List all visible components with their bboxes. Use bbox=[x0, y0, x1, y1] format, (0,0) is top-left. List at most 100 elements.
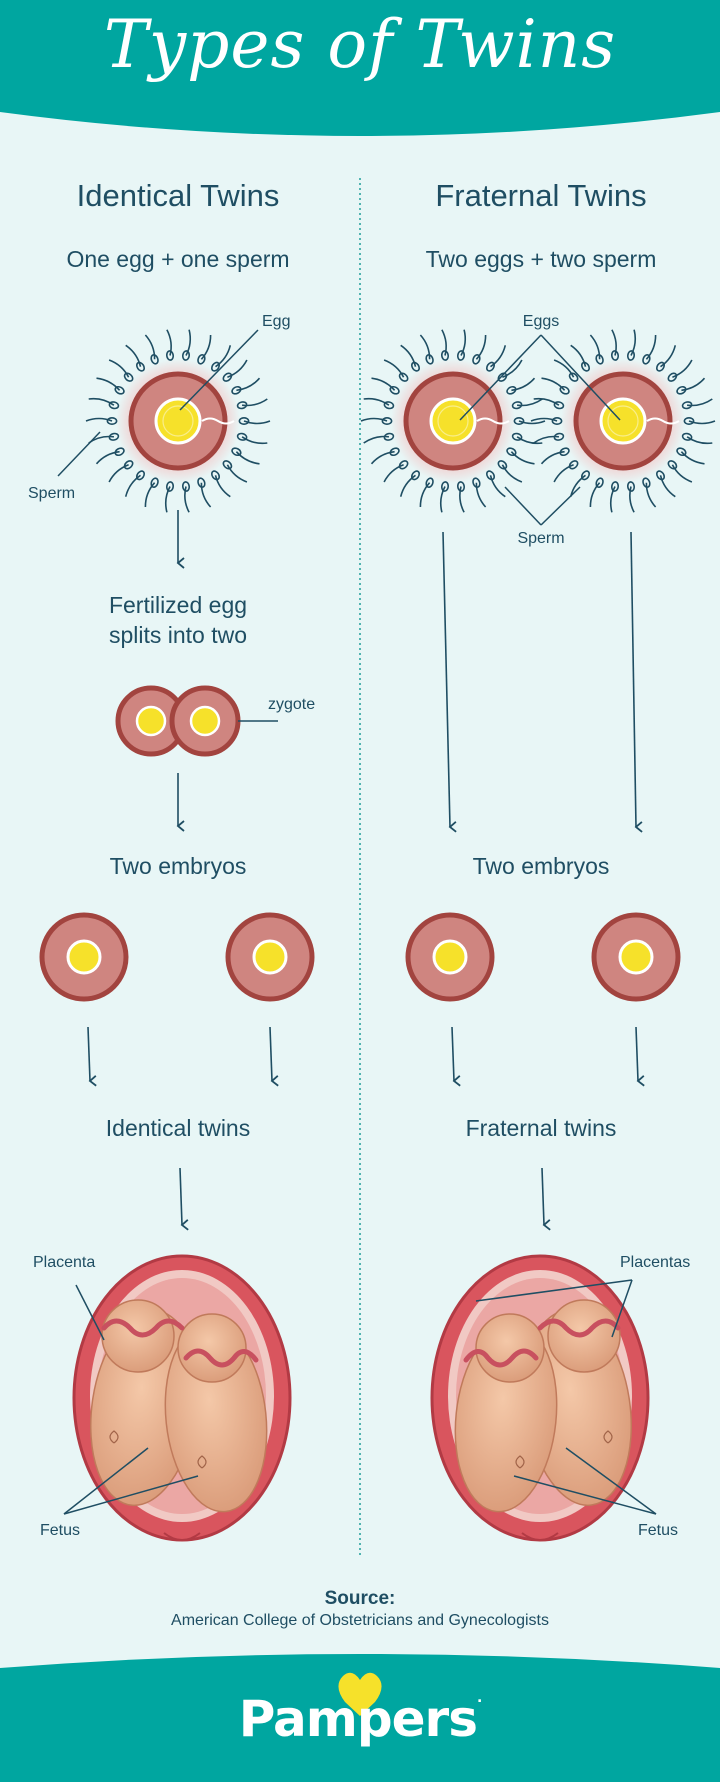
sperm-tail bbox=[383, 359, 405, 378]
sperm-head bbox=[676, 447, 687, 457]
sperm-tail bbox=[242, 398, 268, 407]
sperm-head bbox=[114, 385, 125, 395]
arrow-down bbox=[630, 531, 643, 833]
sperm-head bbox=[114, 447, 125, 457]
sperm-tail bbox=[236, 377, 261, 392]
sperm-head bbox=[383, 432, 395, 441]
fetus-ear bbox=[197, 1455, 207, 1469]
sperm-pointer-line bbox=[57, 431, 101, 477]
sperm-head bbox=[667, 372, 678, 382]
entering-sperm bbox=[646, 417, 680, 425]
sperm-tail bbox=[589, 334, 601, 360]
sperm-head bbox=[197, 354, 206, 365]
sperm-tail bbox=[502, 359, 523, 378]
uterus-fraternal-twins-illustration bbox=[430, 1254, 650, 1542]
arrow-down bbox=[442, 531, 457, 833]
sperm-label: Sperm bbox=[28, 485, 76, 502]
sperm-head bbox=[106, 416, 118, 425]
sperm-tail bbox=[609, 486, 616, 513]
arrow-down bbox=[451, 1026, 461, 1087]
sperm-pointer-line bbox=[504, 486, 542, 526]
sperm-tail bbox=[215, 345, 232, 368]
sperm-head bbox=[642, 354, 651, 365]
fetus-pointer-line bbox=[63, 1475, 199, 1515]
pampers-wordmark-dot: . bbox=[476, 1690, 482, 1706]
sperm-tail bbox=[95, 450, 120, 465]
identical-two-embryos: Two embryos bbox=[109, 853, 247, 879]
fetus-ear bbox=[109, 1430, 119, 1444]
sperm-tail bbox=[516, 436, 543, 445]
zygote-label: zygote bbox=[268, 696, 316, 713]
sperm-head bbox=[222, 460, 233, 470]
sperm-head bbox=[210, 470, 221, 481]
egg-pointer-line bbox=[179, 329, 259, 411]
sperm-tail bbox=[660, 345, 677, 368]
sperm-head bbox=[231, 385, 242, 395]
sperm-head bbox=[580, 470, 591, 481]
sperm-head bbox=[222, 372, 233, 382]
sperm-head bbox=[497, 372, 508, 382]
sperm-tail bbox=[659, 475, 676, 498]
sperm-tail bbox=[490, 345, 507, 368]
umbilical-cord bbox=[537, 1318, 621, 1338]
sperm-tail bbox=[363, 435, 389, 444]
eggs-label: Eggs bbox=[522, 313, 560, 330]
sperm-tail bbox=[108, 359, 130, 378]
sperm-head bbox=[381, 417, 393, 426]
sperm-head bbox=[410, 361, 421, 372]
sperm-head bbox=[683, 416, 695, 425]
sperm-tail bbox=[517, 398, 543, 407]
sperm-tail bbox=[553, 359, 575, 378]
sperm-tail bbox=[124, 474, 141, 497]
sperm-tail bbox=[383, 464, 404, 483]
umbilical-cord bbox=[101, 1318, 185, 1338]
embryo-cells bbox=[39, 912, 681, 1002]
cervix bbox=[163, 1532, 201, 1541]
sperm-tail bbox=[459, 486, 465, 513]
sperm-head bbox=[642, 477, 651, 488]
sperm-tail bbox=[680, 451, 705, 465]
source-text: American College of Obstetricians and Gy… bbox=[171, 1612, 549, 1629]
sperm-tail bbox=[399, 474, 416, 497]
sperm-head bbox=[595, 354, 604, 365]
placentas-pointer-line bbox=[475, 1279, 633, 1302]
sperm-tail bbox=[533, 435, 559, 444]
sperm-head bbox=[626, 350, 636, 361]
sperm-head bbox=[626, 481, 636, 492]
sperm-tail bbox=[671, 464, 693, 483]
uterus-identical-twins-illustration bbox=[72, 1254, 292, 1542]
sperm-tail bbox=[214, 475, 231, 498]
identical-twins-result: Identical twins bbox=[105, 1115, 251, 1141]
placentas-pointer-line bbox=[611, 1279, 633, 1338]
egg-with-sperm-illustration bbox=[360, 329, 546, 513]
sperm-tail bbox=[419, 482, 431, 508]
page-title: Types of Twins bbox=[103, 6, 617, 83]
sperm-tail bbox=[645, 482, 657, 508]
sperm-tail bbox=[200, 334, 212, 360]
fetus-head bbox=[475, 1313, 545, 1383]
entering-sperm bbox=[476, 417, 510, 425]
sperm-tail bbox=[686, 436, 713, 445]
arrow-down bbox=[635, 1026, 645, 1087]
sperm-head bbox=[389, 385, 400, 395]
egg-label: Egg bbox=[262, 313, 291, 330]
sperm-tail bbox=[125, 344, 142, 367]
pampers-logo: Pampers. bbox=[238, 1690, 483, 1748]
sperm-head bbox=[676, 385, 687, 395]
eggs-pointer-line bbox=[540, 334, 621, 421]
pampers-wordmark: Pampers bbox=[238, 1690, 478, 1748]
sperm-head bbox=[165, 481, 175, 492]
sperm-head bbox=[236, 432, 248, 441]
source-title: Source: bbox=[324, 1588, 396, 1609]
sperm-tail bbox=[226, 464, 248, 483]
sperm-head bbox=[197, 477, 206, 488]
sperm-tail bbox=[360, 417, 388, 422]
sperm-tail bbox=[589, 482, 601, 508]
sperm-head bbox=[210, 361, 221, 372]
fraternal-sperm-label: Sperm bbox=[517, 530, 565, 547]
embryo-nucleus bbox=[252, 939, 288, 975]
fetus-ear bbox=[603, 1430, 613, 1444]
sperm-tail bbox=[441, 329, 447, 356]
header-banner bbox=[0, 0, 720, 136]
sperm-head bbox=[389, 447, 400, 457]
